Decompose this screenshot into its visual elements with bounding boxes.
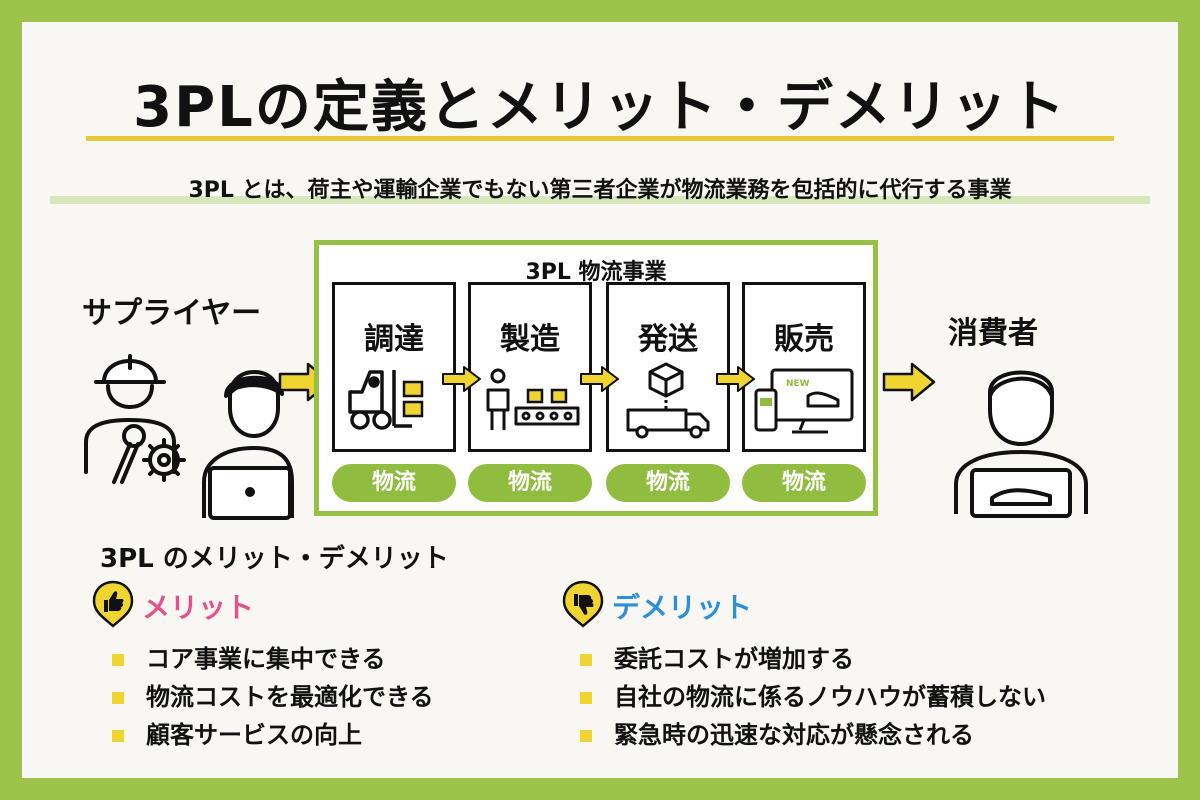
logistics-tag: 物流 [742, 464, 866, 502]
consumer-label: 消費者 [948, 316, 1038, 351]
thumbs-up-icon [92, 580, 134, 628]
main-panel: 3PLの定義とメリット・デメリット 3PL とは、荷主や運輸企業でもない第三者企… [22, 22, 1178, 778]
step-label: 販売 [774, 322, 834, 357]
delivery-truck-icon [626, 362, 710, 439]
merits-list: コア事業に集中できる 物流コストを最適化できる 顧客サービスの向上 [108, 640, 434, 754]
list-item: 自社の物流に係るノウハウが蓄積しない [576, 678, 1046, 716]
demerits-list: 委託コストが増加する 自社の物流に係るノウハウが蓄積しない 緊急時の迅速な対応が… [576, 640, 1046, 754]
arrow-right-icon [882, 362, 936, 402]
list-item: コア事業に集中できる [108, 640, 434, 678]
online-store-icon: NEW [754, 368, 854, 434]
supplier-label: サプライヤー [82, 296, 262, 331]
step-label: 発送 [638, 322, 698, 357]
definition-highlight [50, 196, 1150, 204]
arrow-right-icon [580, 366, 619, 392]
thumbs-down-icon [562, 580, 604, 628]
arrow-right-icon [716, 366, 755, 392]
conveyor-worker-icon [486, 368, 580, 430]
business-title: 3PL 物流事業 [525, 260, 667, 285]
logistics-tag: 物流 [468, 464, 592, 502]
list-item: 委託コストが増加する [576, 640, 1046, 678]
consumer-icon [954, 370, 1088, 518]
step-label: 製造 [500, 322, 560, 357]
title-underline [86, 136, 1114, 141]
pros-cons-title: 3PL のメリット・デメリット [100, 544, 449, 574]
step-label: 調達 [364, 322, 424, 357]
new-label: NEW [786, 379, 810, 389]
demerits-label: デメリット [612, 591, 753, 624]
forklift-icon [348, 370, 424, 430]
definition-text: 3PL とは、荷主や運輸企業でもない第三者企業が物流業務を包括的に代行する事業 [188, 178, 1012, 203]
logistics-tag: 物流 [332, 464, 456, 502]
list-item: 緊急時の迅速な対応が懸念される [576, 716, 1046, 754]
list-item: 物流コストを最適化できる [108, 678, 434, 716]
page-title: 3PLの定義とメリット・デメリット [133, 75, 1067, 140]
logistics-tag: 物流 [606, 464, 730, 502]
arrow-right-icon [442, 366, 481, 392]
merits-label: メリット [142, 591, 255, 624]
list-item: 顧客サービスの向上 [108, 716, 434, 754]
supplier-icon [84, 354, 294, 520]
